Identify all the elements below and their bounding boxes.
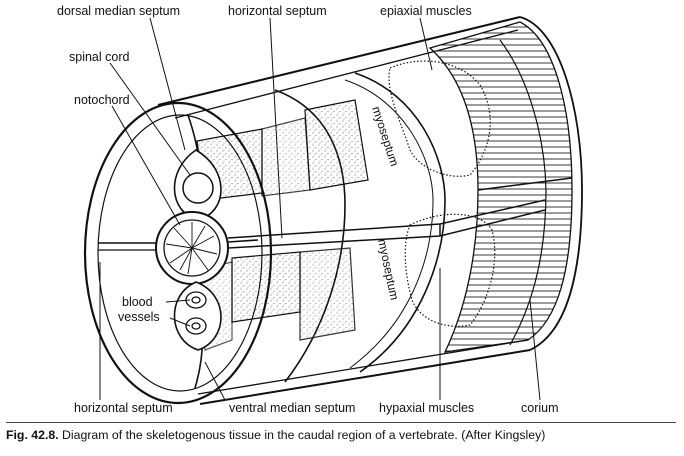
- near-end-inner-ring: [97, 114, 263, 392]
- stippled-tissue: [196, 99, 369, 351]
- figure-number: Fig. 42.8.: [6, 428, 59, 442]
- label-notochord: notochord: [74, 93, 130, 107]
- myoseptum-disk-1: [354, 72, 446, 373]
- horizontal-septum-plane: [227, 199, 546, 249]
- outer-skin-top-edge: [157, 16, 521, 106]
- outer-skin-bottom-edge: [199, 349, 531, 405]
- notochord-radiating-lines: [165, 222, 218, 275]
- label-hypaxial-muscles: hypaxial muscles: [379, 401, 474, 415]
- far-end-cap: [519, 16, 583, 351]
- outer-skin-bottom-inner-edge: [197, 339, 529, 395]
- near-end-cap: [83, 101, 273, 405]
- label-dorsal-median-septum: dorsal median septum: [57, 4, 180, 18]
- label-horizontal-septum-bottom: horizontal septum: [74, 401, 173, 415]
- leader-lines: [99, 17, 541, 401]
- epiaxial-muscle-outline: [388, 60, 491, 177]
- label-horizontal-septum-top: horizontal septum: [228, 4, 327, 18]
- spinal-cord-circle: [182, 172, 214, 204]
- label-vessels: vessels: [118, 310, 160, 324]
- near-end-outer-ring: [83, 101, 273, 405]
- hypaxial-muscle-outline: [404, 213, 496, 327]
- label-ventral-median-septum: ventral median septum: [229, 401, 355, 415]
- muscle-outlines: [388, 60, 496, 327]
- label-blood: blood: [122, 295, 153, 309]
- figure-caption: Fig. 42.8. Diagram of the skeletogenous …: [6, 428, 682, 442]
- label-epiaxial-muscles: epiaxial muscles: [380, 4, 472, 18]
- myoseptum-disk-1-inner: [344, 79, 434, 369]
- label-myoseptum-lower: myoseptum: [375, 238, 402, 302]
- caption-text: Diagram of the skeletogenous tissue in t…: [62, 428, 546, 442]
- end-face-horizontal-septum-right: [227, 239, 259, 243]
- muscle-segment-hatching: [428, 21, 573, 353]
- caption-rule: [6, 422, 676, 423]
- label-corium: corium: [521, 401, 559, 415]
- cylinder-body: [157, 16, 583, 405]
- label-spinal-cord: spinal cord: [69, 50, 129, 64]
